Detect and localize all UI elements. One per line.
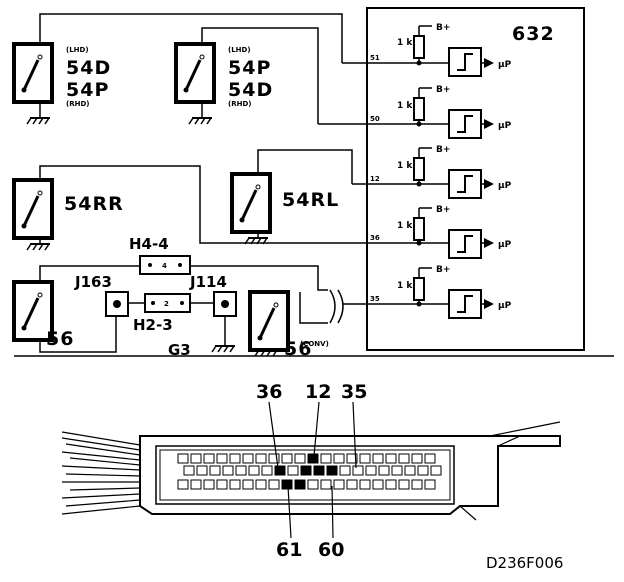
switch-b-label-2: 54D — [228, 79, 273, 101]
module-channel-36: B+ 1 k µP 36 — [202, 205, 512, 259]
microprocessor-label: µP — [498, 240, 512, 250]
module-channel-35: B+ 1 k µP 35 — [345, 265, 512, 319]
figure-code: D236F006 — [486, 554, 563, 572]
pin-number-61: 61 — [276, 539, 302, 561]
resistor-label: 1 k — [397, 101, 413, 111]
pin-label-50: 50 — [370, 115, 380, 123]
microprocessor-label: µP — [498, 60, 512, 70]
module-channel-50: B+ 1 k µP 50 — [318, 85, 512, 139]
ground-g3: G3 — [168, 341, 236, 359]
pin-number-12: 12 — [305, 381, 331, 403]
switch-b-top-note: (LHD) — [228, 46, 251, 54]
b-plus-label: B+ — [436, 23, 450, 33]
b-plus-label: B+ — [436, 85, 450, 95]
connector-h4-4: 4 H4-4 — [129, 235, 191, 275]
switch-b-label-1: 54P — [228, 57, 271, 79]
module-channel-51: B+ 1 k µP 51 — [342, 23, 512, 77]
switch-rr-label: 54RR — [64, 193, 124, 215]
pin-label-51: 51 — [370, 54, 380, 62]
b-plus-label: B+ — [436, 205, 450, 215]
module-channel-12: B+ 1 k µP 12 — [352, 145, 512, 199]
wiring — [39, 13, 353, 353]
splice-j114: J114 — [189, 273, 237, 317]
switch-56-conv-note: (CONV) — [300, 340, 329, 348]
resistor-label: 1 k — [397, 161, 413, 171]
switch-56-conv: 56 (CONV) — [248, 290, 329, 360]
microprocessor-label: µP — [498, 301, 512, 311]
switch-56: 56 — [12, 280, 74, 350]
switch-rl-label: 54RL — [282, 189, 339, 211]
switch-a-label-2: 54P — [66, 79, 109, 101]
switch-54rr: 54RR — [12, 178, 124, 251]
switch-54rl: 54RL — [230, 172, 339, 245]
ground-g3-label: G3 — [168, 341, 191, 359]
connector-h4-label: H4-4 — [129, 235, 169, 253]
splice-j163-label: J163 — [74, 273, 112, 291]
ecu-connector-view: 36 12 35 61 60 — [61, 381, 561, 561]
b-plus-label: B+ — [436, 145, 450, 155]
switch-a-label-1: 54D — [66, 57, 111, 79]
microprocessor-label: µP — [498, 181, 512, 191]
switch-a-bottom-note: (RHD) — [66, 100, 89, 108]
resistor-label: 1 k — [397, 221, 413, 231]
splice-j114-label: J114 — [189, 273, 227, 291]
resistor-label: 1 k — [397, 38, 413, 48]
module-632-label: 632 — [512, 23, 555, 45]
b-plus-label: B+ — [436, 265, 450, 275]
pin-number-35: 35 — [341, 381, 367, 403]
splice-j163: J163 — [74, 273, 129, 317]
pin-label-12: 12 — [370, 175, 380, 183]
microprocessor-label: µP — [498, 121, 512, 131]
svg-text:2: 2 — [164, 300, 169, 308]
switch-a-top-note: (LHD) — [66, 46, 89, 54]
pin-label-36: 36 — [370, 234, 380, 242]
connector-h2-label: H2-3 — [133, 316, 173, 334]
switch-56-label: 56 — [46, 328, 74, 350]
pin-number-36: 36 — [256, 381, 282, 403]
switch-56-conv-label: 56 — [284, 338, 312, 360]
module-632: 632 — [366, 7, 585, 351]
pin-label-35: 35 — [370, 295, 380, 303]
svg-text:4: 4 — [162, 262, 167, 270]
switch-54p-54d: (LHD) 54P 54D (RHD) — [174, 42, 273, 125]
switch-b-bottom-note: (RHD) — [228, 100, 251, 108]
switch-54d-54p: (LHD) 54D 54P (RHD) — [12, 42, 111, 125]
pin-number-60: 60 — [318, 539, 344, 561]
resistor-label: 1 k — [397, 281, 413, 291]
connector-h2-3: 2 H2-3 — [133, 293, 191, 334]
